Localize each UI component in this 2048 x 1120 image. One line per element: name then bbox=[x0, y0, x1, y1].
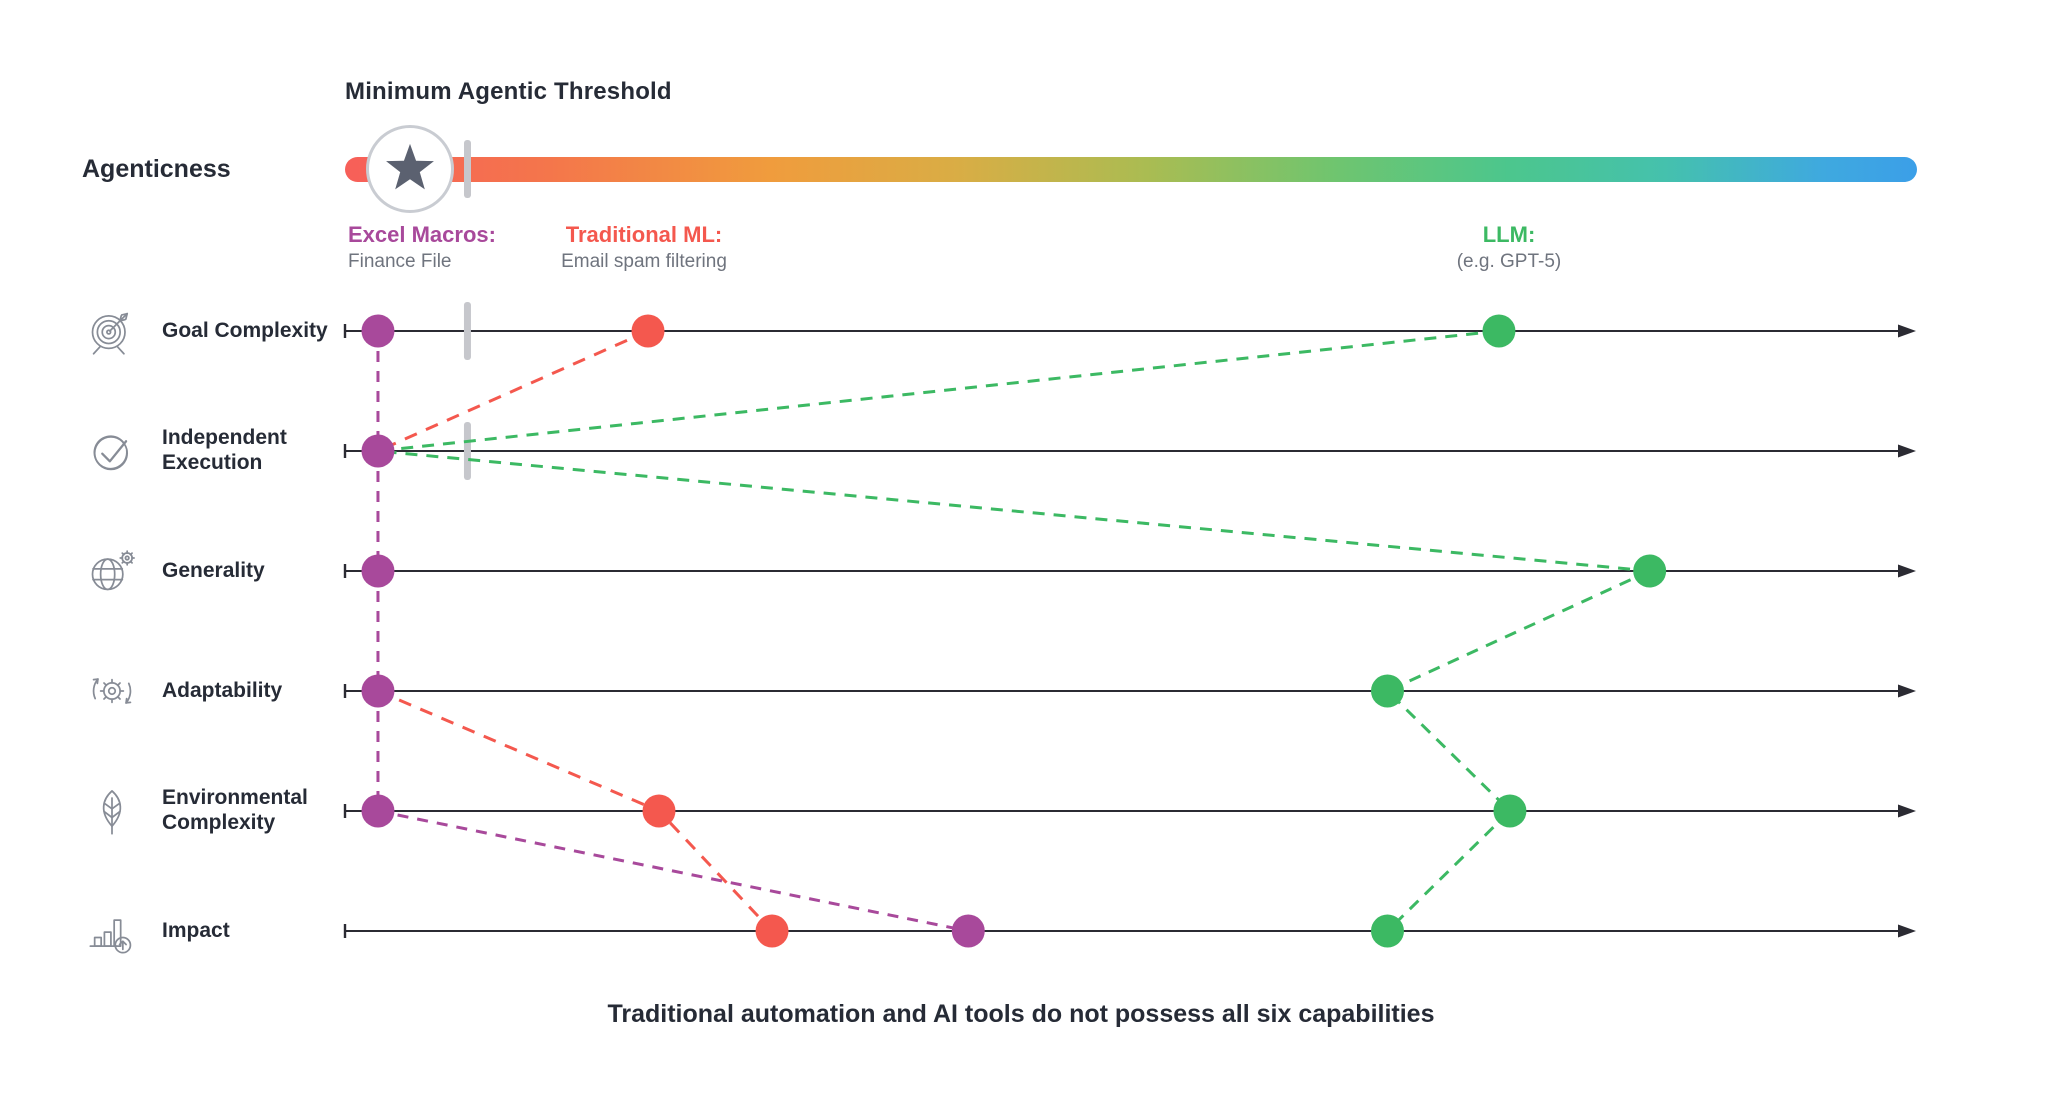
data-point bbox=[1633, 554, 1667, 588]
leaf-icon bbox=[62, 785, 162, 837]
data-point bbox=[361, 434, 395, 468]
capability-row-impact: Impact bbox=[62, 886, 352, 976]
axis-arrowhead bbox=[1898, 804, 1916, 818]
axis-arrowhead bbox=[1898, 444, 1916, 458]
chart-title: Minimum Agentic Threshold bbox=[345, 78, 672, 105]
axis-arrowhead bbox=[1898, 324, 1916, 338]
axis-arrowhead bbox=[1898, 924, 1916, 938]
legend-traditional-ml-example: Email spam filtering bbox=[561, 251, 727, 272]
data-point bbox=[642, 794, 676, 828]
threshold-tick-marker bbox=[464, 140, 471, 198]
bar-chart-up-icon bbox=[62, 905, 162, 957]
capability-label: Adaptability bbox=[162, 678, 283, 702]
capability-label: Independent Execution bbox=[162, 426, 287, 474]
data-point bbox=[361, 314, 395, 348]
legend-excel-macros-example: Finance File bbox=[348, 251, 452, 272]
series-line bbox=[376, 331, 969, 933]
data-point bbox=[361, 674, 395, 708]
data-point bbox=[1482, 314, 1516, 348]
capability-label: Impact bbox=[162, 918, 230, 942]
capability-row-independent-execution: Independent Execution bbox=[62, 406, 352, 496]
data-point bbox=[755, 914, 789, 948]
capability-row-goal-complexity: Goal Complexity bbox=[62, 286, 352, 376]
data-point bbox=[631, 314, 665, 348]
check-circle-icon bbox=[62, 425, 162, 477]
data-point bbox=[951, 914, 985, 948]
target-arrow-icon bbox=[62, 305, 162, 357]
legend-llm-name: LLM: bbox=[1482, 222, 1536, 247]
legend-llm-example: (e.g. GPT-5) bbox=[1456, 251, 1562, 272]
star-icon bbox=[386, 143, 434, 190]
data-point bbox=[1493, 794, 1527, 828]
legend-traditional-ml: Traditional ML: Email spam filtering bbox=[561, 222, 727, 275]
threshold-tick-marker bbox=[463, 422, 471, 480]
globe-gear-icon bbox=[62, 545, 162, 597]
capability-row-environmental-complexity: Environmental Complexity bbox=[62, 766, 352, 856]
capability-row-adaptability: Adaptability bbox=[62, 646, 352, 736]
chart-caption: Traditional automation and AI tools do n… bbox=[607, 1000, 1435, 1028]
series-line bbox=[1384, 569, 1651, 933]
series-line bbox=[377, 329, 1650, 573]
legend-excel-macros-name: Excel Macros: bbox=[348, 222, 496, 247]
data-point bbox=[361, 794, 395, 828]
legend-llm: LLM: (e.g. GPT-5) bbox=[1457, 222, 1562, 275]
data-point bbox=[1370, 914, 1404, 948]
threshold-tick-marker bbox=[463, 302, 471, 360]
data-point bbox=[1370, 674, 1404, 708]
capability-label: Goal Complexity bbox=[162, 318, 328, 342]
legend-excel-macros: Excel Macros: Finance File bbox=[348, 222, 496, 275]
agenticness-axis-label: Agenticness bbox=[82, 155, 231, 183]
gear-cycle-icon bbox=[62, 665, 162, 717]
axis-arrowhead bbox=[1898, 564, 1916, 578]
minimum-threshold-star-badge bbox=[366, 125, 454, 213]
capability-row-generality: Generality bbox=[62, 526, 352, 616]
series-line bbox=[377, 329, 649, 453]
capability-label: Environmental Complexity bbox=[162, 786, 308, 834]
axis-arrowhead bbox=[1898, 684, 1916, 698]
legend-traditional-ml-name: Traditional ML: bbox=[565, 222, 723, 247]
agenticness-gradient-bar bbox=[345, 157, 1917, 182]
capability-label: Generality bbox=[162, 558, 265, 582]
data-point bbox=[361, 554, 395, 588]
